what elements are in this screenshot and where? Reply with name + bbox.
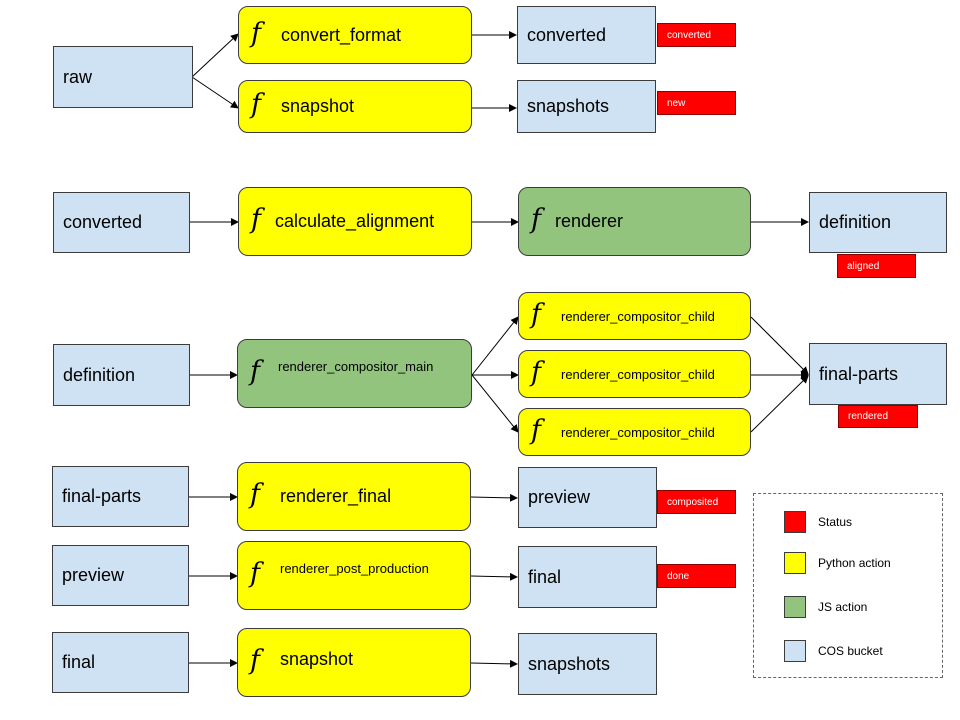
bucket-final: final: [518, 546, 657, 608]
arrow-raw-to-convert-format: [191, 33, 239, 78]
arrow-snapshot-to-snapshots-2: [470, 659, 518, 668]
function-icon: f: [531, 356, 541, 388]
legend-item-status: Status: [784, 511, 852, 533]
action-label: snapshot: [280, 649, 354, 669]
bucket-label: preview: [62, 565, 125, 585]
action-label: renderer_compositor_child: [561, 424, 715, 440]
function-icon: f: [531, 414, 541, 446]
bucket-definition-input: definition: [53, 344, 190, 406]
function-icon: f: [250, 479, 260, 510]
status-badge-done: done: [657, 564, 736, 588]
function-icon: f: [251, 204, 261, 235]
action-snapshot: f snapshot: [238, 80, 472, 133]
action-renderer-compositor-child-3: f renderer_compositor_child: [518, 408, 751, 456]
action-calculate-alignment: f calculate_alignment: [238, 187, 472, 256]
arrow-raw-to-snapshot: [191, 76, 239, 109]
action-label: renderer_compositor_main: [278, 359, 434, 374]
bucket-label: preview: [528, 487, 591, 507]
action-label: renderer_post_production: [280, 561, 429, 576]
bucket-label: definition: [63, 364, 136, 385]
bucket-preview: preview: [518, 467, 657, 528]
arrow-child-3-to-final-parts: [750, 375, 809, 433]
bucket-label: converted: [527, 24, 607, 45]
legend-label: JS action: [818, 600, 868, 614]
status-badge-new: new: [657, 91, 736, 115]
action-label: calculate_alignment: [275, 211, 435, 231]
bucket-label: converted: [63, 212, 143, 232]
arrow-main-to-child-1: [471, 316, 519, 376]
action-renderer-post-production: f renderer_post_production: [237, 541, 471, 610]
action-renderer: f renderer: [518, 187, 751, 256]
arrow-post-production-to-final: [470, 572, 518, 581]
legend-label: COS bucket: [818, 644, 883, 658]
bucket-label: definition: [819, 212, 892, 232]
function-icon: f: [250, 645, 260, 676]
arrow-renderer-final-to-preview: [470, 493, 518, 502]
bucket-label: raw: [63, 66, 93, 87]
legend-item-cos-bucket: COS bucket: [784, 640, 883, 662]
legend: Status Python action JS action COS bucke…: [753, 493, 943, 678]
function-icon: f: [250, 558, 260, 589]
bucket-definition: definition: [809, 192, 947, 253]
bucket-final-parts-input: final-parts: [52, 466, 189, 527]
bucket-preview-input: preview: [52, 545, 189, 606]
action-renderer-compositor-child-2: f renderer_compositor_child: [518, 350, 751, 398]
bucket-label: final: [528, 566, 562, 587]
bucket-snapshots: snapshots: [517, 80, 656, 133]
bucket-label: final: [62, 652, 96, 672]
legend-swatch-js-action: [784, 596, 806, 618]
bucket-label: final-parts: [819, 363, 899, 384]
action-snapshot-final: f snapshot: [237, 628, 471, 697]
bucket-final-input: final: [52, 632, 189, 693]
function-icon: f: [531, 298, 541, 330]
legend-swatch-cos-bucket: [784, 640, 806, 662]
bucket-converted-input: converted: [53, 192, 190, 253]
bucket-converted: converted: [517, 6, 656, 64]
legend-label: Status: [818, 515, 853, 529]
action-label: snapshot: [281, 96, 355, 116]
action-label: renderer_compositor_child: [561, 308, 715, 324]
action-renderer-compositor-child-1: f renderer_compositor_child: [518, 292, 751, 340]
action-label: convert_format: [281, 24, 402, 45]
legend-item-python-action: Python action: [784, 552, 891, 574]
action-label: renderer: [555, 211, 624, 231]
action-convert-format: f convert_format: [238, 6, 472, 64]
action-label: renderer_compositor_child: [561, 366, 715, 382]
function-icon: f: [251, 17, 261, 49]
status-badge-rendered: rendered: [838, 405, 918, 428]
bucket-final-parts: final-parts: [809, 343, 947, 405]
action-label: renderer_final: [280, 486, 392, 506]
function-icon: f: [250, 356, 260, 387]
action-renderer-final: f renderer_final: [237, 462, 471, 531]
status-badge-aligned: aligned: [837, 254, 916, 278]
function-icon: f: [531, 204, 541, 235]
bucket-label: final-parts: [62, 486, 142, 506]
action-renderer-compositor-main: f renderer_compositor_main: [237, 339, 472, 408]
arrow-main-to-child-3: [471, 374, 519, 433]
bucket-raw: raw: [53, 46, 193, 108]
status-badge-converted: converted: [657, 23, 736, 47]
arrow-child-1-to-final-parts: [750, 316, 809, 375]
bucket-snapshots-final: snapshots: [518, 633, 657, 695]
legend-swatch-python-action: [784, 552, 806, 574]
status-badge-composited: composited: [657, 490, 736, 514]
legend-swatch-status: [784, 511, 806, 533]
bucket-label: snapshots: [528, 653, 611, 674]
legend-item-js-action: JS action: [784, 596, 867, 618]
function-icon: f: [251, 89, 261, 120]
legend-label: Python action: [818, 556, 891, 570]
bucket-label: snapshots: [527, 96, 610, 116]
